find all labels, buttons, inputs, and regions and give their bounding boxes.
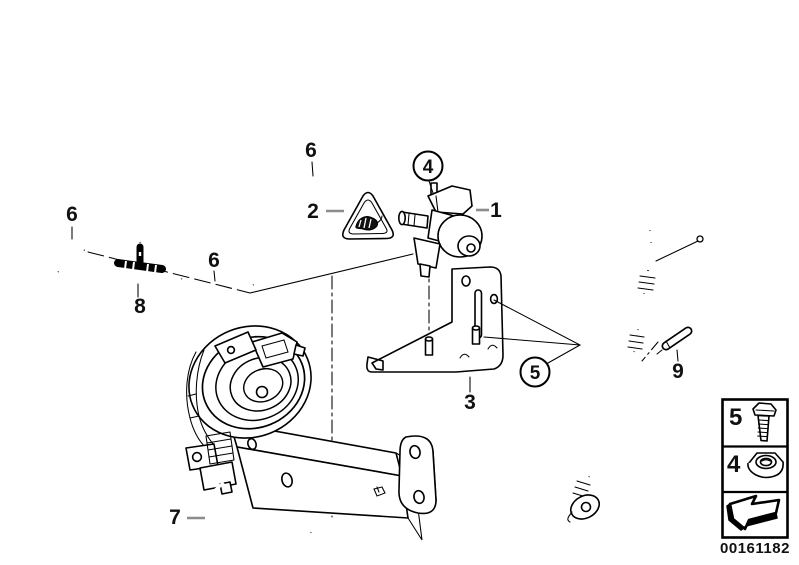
callout-8[interactable]: 8 — [134, 295, 146, 318]
callout-3[interactable]: 3 — [464, 391, 476, 414]
bracket-stud — [424, 336, 434, 356]
svg-text:5: 5 — [729, 404, 742, 431]
bracket-stud — [471, 325, 481, 345]
legend-item-direction[interactable] — [726, 494, 781, 531]
vacuum-control-valve — [397, 182, 483, 278]
egr-valve-cooler-assembly — [185, 325, 437, 541]
vacuum-hose-left — [28, 236, 85, 277]
marten-warning-triangle-icon — [342, 191, 394, 240]
callout-5-circle[interactable]: 5 — [483, 299, 582, 388]
vacuum-hose-lower — [206, 481, 313, 549]
callout-9[interactable]: 9 — [672, 360, 684, 383]
svg-text:4: 4 — [423, 157, 434, 178]
mounting-bracket — [366, 266, 504, 373]
legend-item-bolt[interactable]: 5 — [729, 402, 777, 442]
flange-nut-icon — [747, 452, 784, 479]
callout-4-circle[interactable]: 4 — [412, 150, 444, 194]
routing-leader-lines — [87, 240, 699, 294]
callouts-layer: 6 6 6 8 2 1 4 5 3 9 — [66, 139, 684, 529]
bolt-icon — [752, 402, 777, 442]
callout-6-top[interactable]: 6 — [305, 139, 317, 162]
callout-6-middle[interactable]: 6 — [208, 249, 220, 272]
long-vacuum-pipe — [135, 18, 708, 243]
callout-2[interactable]: 2 — [307, 200, 319, 223]
diagram-part-number: 00161182 — [720, 540, 790, 557]
callout-1[interactable]: 1 — [490, 199, 502, 222]
svg-text:4: 4 — [727, 451, 741, 478]
direction-arrow-icon — [726, 494, 781, 531]
ribbed-vacuum-pipe — [567, 230, 656, 523]
svg-text:5: 5 — [530, 363, 541, 384]
legend-box: 5 4 — [721, 398, 789, 539]
connector-pin — [641, 326, 693, 362]
t-connector — [114, 243, 166, 274]
callout-7[interactable]: 7 — [169, 506, 181, 529]
vacuum-hose-middle — [181, 277, 254, 292]
callout-6-left[interactable]: 6 — [66, 203, 78, 226]
legend-item-nut[interactable]: 4 — [727, 451, 784, 479]
